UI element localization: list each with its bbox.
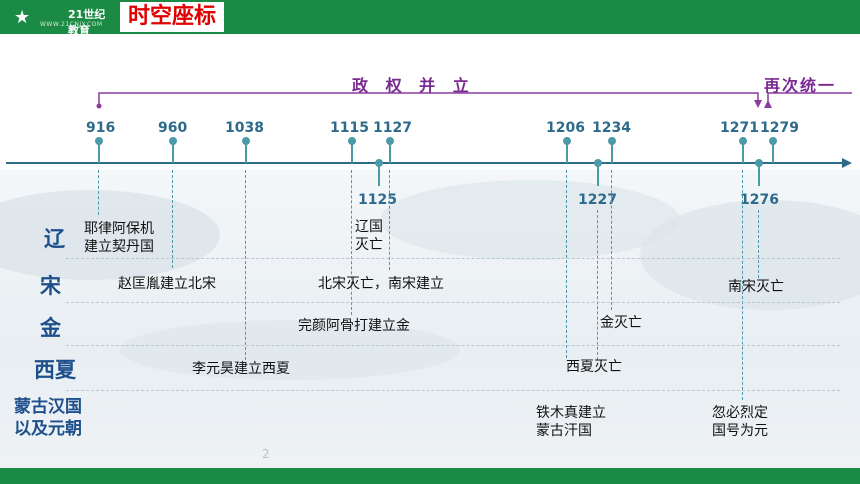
top-ticks xyxy=(95,137,777,163)
event-northern-song-fall: 北宋灭亡，南宋建立 xyxy=(318,276,444,292)
logo-subtext: WWW.21CNJY.COM xyxy=(40,21,103,28)
reunify-bracket-arrow xyxy=(764,100,772,108)
phase-label-parallel: 政 权 并 立 xyxy=(352,76,475,95)
event-xixia-founded: 李元昊建立西夏 xyxy=(192,361,290,377)
drop-line xyxy=(742,170,743,400)
year-label: 1038 xyxy=(225,120,264,136)
row-label-liao: 辽 xyxy=(44,226,65,251)
row-label-jin: 金 xyxy=(40,315,61,340)
drop-line xyxy=(389,170,390,270)
ink-landscape-background xyxy=(0,170,860,468)
drop-line xyxy=(566,170,567,358)
logo: ★ 21世纪教育 WWW.21CNJY.COM xyxy=(14,4,114,38)
year-label: 960 xyxy=(158,120,188,136)
event-liao-founded: 耶律阿保机 建立契丹国 xyxy=(84,221,154,255)
year-label: 1271 xyxy=(720,120,759,136)
year-label: 1279 xyxy=(760,120,799,136)
runner-icon: ★ xyxy=(14,6,31,28)
year-label: 1206 xyxy=(546,120,585,136)
year-label: 1127 xyxy=(373,120,412,136)
year-label: 1234 xyxy=(592,120,631,136)
row-label-mongol-yuan: 蒙古汉国 以及元朝 xyxy=(14,397,82,439)
drop-line xyxy=(597,210,598,360)
parallel-bracket xyxy=(98,92,759,106)
row-separator xyxy=(66,302,840,303)
parallel-bracket-arrow xyxy=(754,100,762,108)
drop-line xyxy=(98,170,99,215)
row-label-song: 宋 xyxy=(40,273,61,298)
drop-line xyxy=(245,170,246,360)
drop-line xyxy=(611,170,612,310)
bottom-ticks xyxy=(375,159,763,186)
row-label-xixia: 西夏 xyxy=(34,357,76,382)
event-yuan-named: 忽必烈定 国号为元 xyxy=(712,405,768,439)
row-separator xyxy=(66,390,840,391)
event-song-founded: 赵匡胤建立北宋 xyxy=(118,276,216,292)
parallel-bracket-start-dot xyxy=(96,103,102,109)
year-label: 1227 xyxy=(578,192,617,208)
header-bar: ★ 21世纪教育 WWW.21CNJY.COM 时空座标 xyxy=(0,0,860,38)
footer-bar xyxy=(0,468,860,484)
event-jin-founded: 完颜阿骨打建立金 xyxy=(298,318,410,334)
drop-line xyxy=(172,170,173,268)
year-label: 1125 xyxy=(358,192,397,208)
event-jin-fall: 金灭亡 xyxy=(600,315,642,331)
year-label: 1276 xyxy=(740,192,779,208)
drop-line xyxy=(351,170,352,315)
timeline-arrow xyxy=(842,158,852,168)
phase-label-reunify: 再次统一 xyxy=(764,76,837,95)
row-separator xyxy=(66,345,840,346)
row-separator xyxy=(66,258,840,259)
year-label: 916 xyxy=(86,120,116,136)
drop-line xyxy=(758,210,759,278)
page-title: 时空座标 xyxy=(120,2,225,32)
event-mongol-khanate-founded: 铁木真建立 蒙古汗国 xyxy=(536,405,606,439)
event-southern-song-fall: 南宋灭亡 xyxy=(728,279,784,295)
event-xixia-fall: 西夏灭亡 xyxy=(566,359,622,375)
page-number: 2 xyxy=(262,447,270,461)
logo-text: 21世纪教育 xyxy=(68,8,106,37)
year-label: 1115 xyxy=(330,120,369,136)
event-liao-fall: 辽国 灭亡 xyxy=(355,219,383,253)
